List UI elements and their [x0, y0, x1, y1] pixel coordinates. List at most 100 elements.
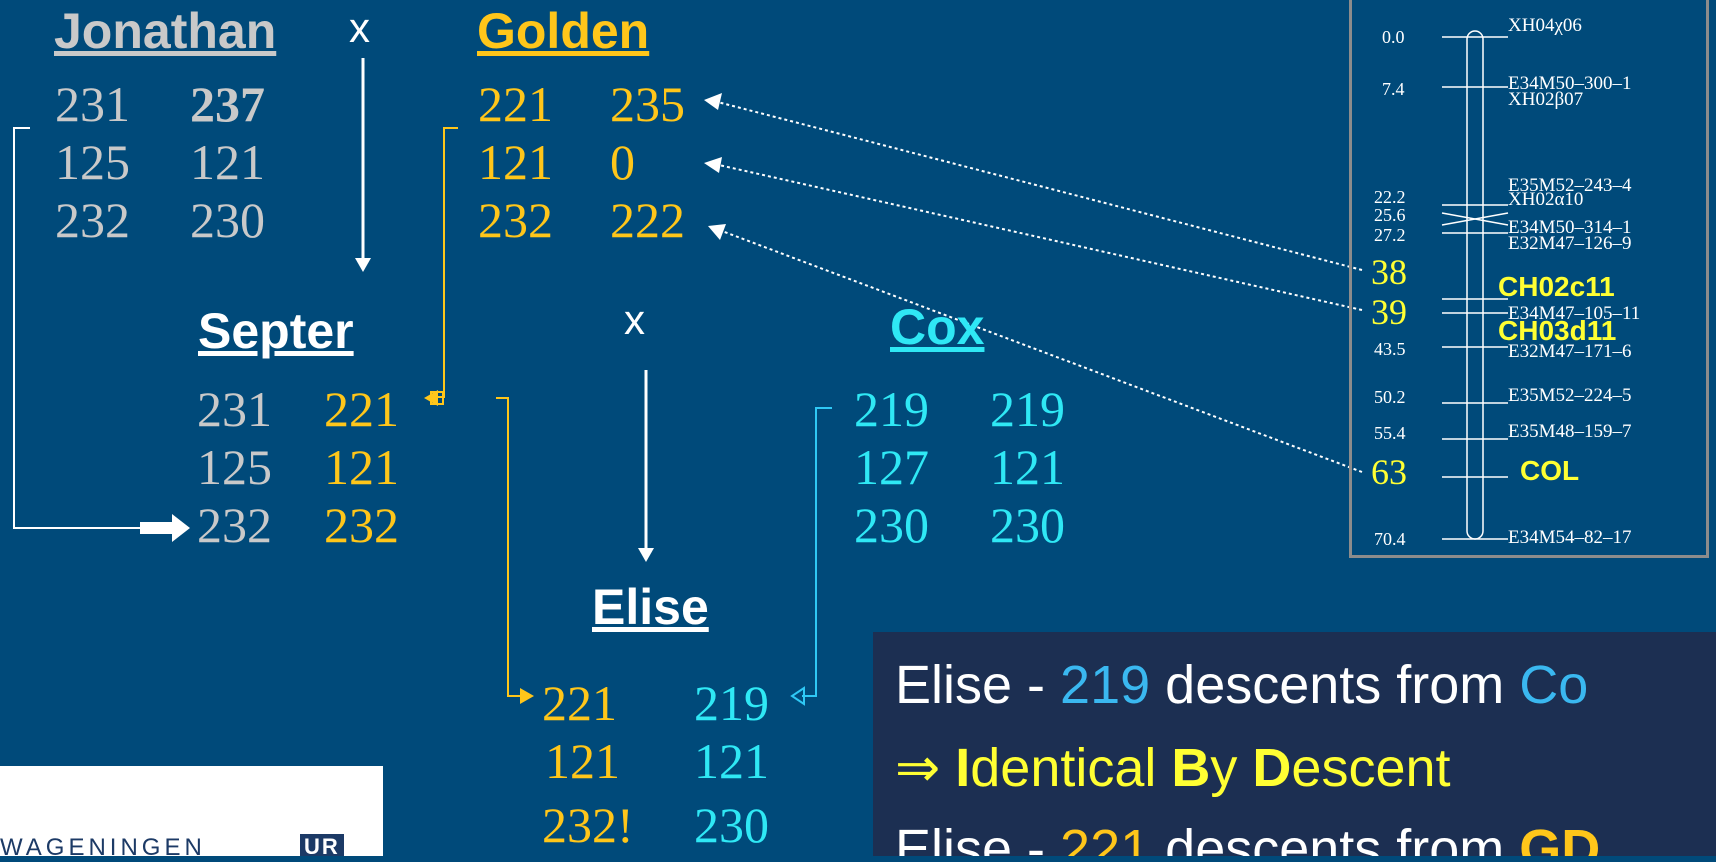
jonathan-allele: 230	[190, 192, 265, 248]
map-position: 43.5	[1374, 339, 1406, 359]
septer-name: Septer	[198, 303, 354, 359]
map-position: 27.2	[1374, 225, 1406, 245]
logo-badge: UR	[300, 834, 344, 859]
elise-allele: 121	[545, 733, 620, 789]
cross-symbol: x	[349, 4, 370, 51]
jonathan-allele: 232	[55, 192, 130, 248]
map-marker: E35M48–159–7	[1508, 421, 1632, 442]
map-marker: E34M47–105–11	[1508, 303, 1641, 324]
cox-allele: 127	[854, 439, 929, 495]
pointer-63	[713, 227, 1363, 473]
map-highlight-position: 39	[1371, 292, 1407, 332]
golden-allele: 222	[610, 192, 685, 248]
pointer-63-head	[708, 224, 726, 240]
map-marker: XH04χ06	[1508, 15, 1582, 36]
info-highlight: 221	[1060, 819, 1151, 856]
jonathan-name: Jonathan	[54, 3, 277, 59]
info-text: dentical	[970, 738, 1172, 798]
map-position: 0.0	[1382, 27, 1405, 47]
elise-allele: 232!	[542, 797, 634, 853]
cox-allele: 230	[990, 497, 1065, 553]
info-highlight: 219	[1060, 655, 1151, 715]
cox-name: Cox	[890, 299, 985, 355]
map-highlight-position: 38	[1371, 252, 1407, 292]
golden-allele: 221	[478, 76, 553, 132]
jonathan-allele: 125	[55, 134, 130, 190]
map-marker: XH02α10	[1508, 189, 1584, 210]
golden-allele: 121	[478, 134, 553, 190]
cox-arrow-head	[790, 686, 805, 706]
map-position: 25.6	[1374, 205, 1406, 225]
elise-name: Elise	[592, 579, 709, 635]
map-position: 70.4	[1374, 529, 1406, 549]
septer-allele: 232	[197, 497, 272, 553]
pointer-38-head	[704, 93, 722, 110]
map-position: 50.2	[1374, 387, 1406, 407]
cox-allele: 230	[854, 497, 929, 553]
map-marker: E34M50–300–1	[1508, 73, 1632, 94]
info-highlight: Co	[1519, 655, 1589, 715]
pointer-39-head	[704, 157, 722, 173]
info-text: escent	[1291, 738, 1451, 798]
map-highlight-position: 63	[1371, 452, 1407, 492]
elise-allele: 230	[694, 797, 769, 853]
septer-allele: 125	[197, 439, 272, 495]
map-position: 55.4	[1374, 423, 1406, 443]
golden-bracket	[436, 127, 458, 398]
golden-allele: 232	[478, 192, 553, 248]
info-highlight: GD	[1519, 819, 1601, 856]
jonathan-bracket	[13, 127, 142, 529]
chromosome-bar	[1441, 30, 1509, 540]
map-marker: E35M52–224–5	[1508, 385, 1632, 406]
map-highlight-marker: CH03d11	[1498, 315, 1617, 346]
info-emphasis: I	[955, 738, 971, 798]
map-marker: E35M52–243–4	[1508, 175, 1632, 196]
info-text: Elise -	[895, 655, 1061, 715]
map-marker: E34M50–314–1	[1508, 217, 1632, 238]
septer-allele: 221	[324, 381, 399, 437]
info-box: Elise - 219 descents from Co ⇒ Identical…	[873, 632, 1716, 856]
jonathan-arrow-head	[172, 514, 190, 542]
cox-allele: 121	[990, 439, 1065, 495]
map-highlight-marker: COL	[1520, 455, 1580, 486]
cox-allele: 219	[854, 381, 929, 437]
elise-allele: 221	[542, 675, 617, 731]
wageningen-logo: WAGENINGEN UR	[0, 766, 383, 861]
info-text: Elise -	[895, 819, 1061, 856]
septer-arrow-head	[520, 688, 534, 704]
info-emphasis: D	[1252, 738, 1292, 798]
jonathan-allele: 237	[190, 76, 265, 132]
septer-allele: 232	[324, 497, 399, 553]
info-emphasis: B	[1171, 738, 1211, 798]
cross-symbol: x	[624, 296, 645, 343]
cox-allele: 219	[990, 381, 1065, 437]
info-line-1: Elise - 219 descents from Co	[895, 654, 1588, 716]
septer-bracket	[496, 397, 524, 697]
cross-arrow-1-head	[355, 258, 371, 272]
jonathan-arrow-shaft	[140, 522, 174, 534]
cox-bracket	[802, 407, 832, 697]
info-line-3: Elise - 221 descents from GD	[895, 818, 1600, 856]
map-position: 7.4	[1382, 79, 1405, 99]
jonathan-allele: 231	[55, 76, 130, 132]
logo-wordmark: WAGENINGEN	[0, 834, 206, 861]
linkage-map: 0.0 7.4 22.2 25.6 27.2 43.5 50.2 55.4 70…	[1349, 0, 1709, 558]
info-text: y	[1210, 738, 1253, 798]
info-text: descents from	[1150, 819, 1520, 856]
elise-allele: 121	[694, 733, 769, 789]
map-marker: XH02β07	[1508, 89, 1584, 110]
pointer-38	[709, 99, 1363, 271]
implies-symbol: ⇒	[895, 738, 956, 798]
map-marker: E32M47–126–9	[1508, 233, 1632, 254]
info-line-2: ⇒ Identical By Descent	[895, 736, 1451, 799]
septer-allele: 121	[324, 439, 399, 495]
map-marker: E32M47–171–6	[1508, 341, 1632, 362]
jonathan-allele: 121	[190, 134, 265, 190]
golden-arrow-box	[430, 391, 444, 405]
map-highlight-marker: CH02c11	[1498, 271, 1615, 302]
golden-name: Golden	[477, 3, 650, 59]
golden-allele: 0	[610, 134, 635, 190]
info-text: descents from	[1150, 655, 1520, 715]
map-position: 22.2	[1374, 187, 1406, 207]
